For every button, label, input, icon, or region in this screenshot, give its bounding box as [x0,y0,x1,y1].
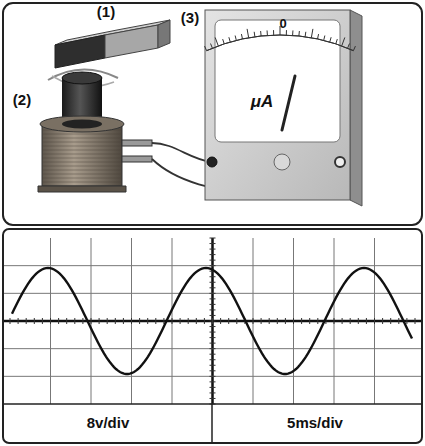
callout-number: (3) [181,10,199,27]
bar-magnet [55,20,170,68]
wire [152,143,212,162]
terminal [335,157,345,167]
needle [282,76,295,130]
callout-number: (2) [13,92,31,109]
bottom-panel [3,229,422,443]
time-per-division: 5ms/div [287,415,343,432]
top-panel [3,3,422,225]
callout-number: (1) [97,4,115,21]
volts-per-division: 8v/div [87,415,130,432]
galvanometer [205,10,362,206]
scale-zero: 0 [279,17,286,31]
sine-wave [12,268,412,374]
unit-label: μA [251,93,274,112]
coil [38,72,152,192]
terminal [207,157,217,167]
oscilloscope-grid [4,238,421,404]
scale-bar-divider [211,404,213,443]
